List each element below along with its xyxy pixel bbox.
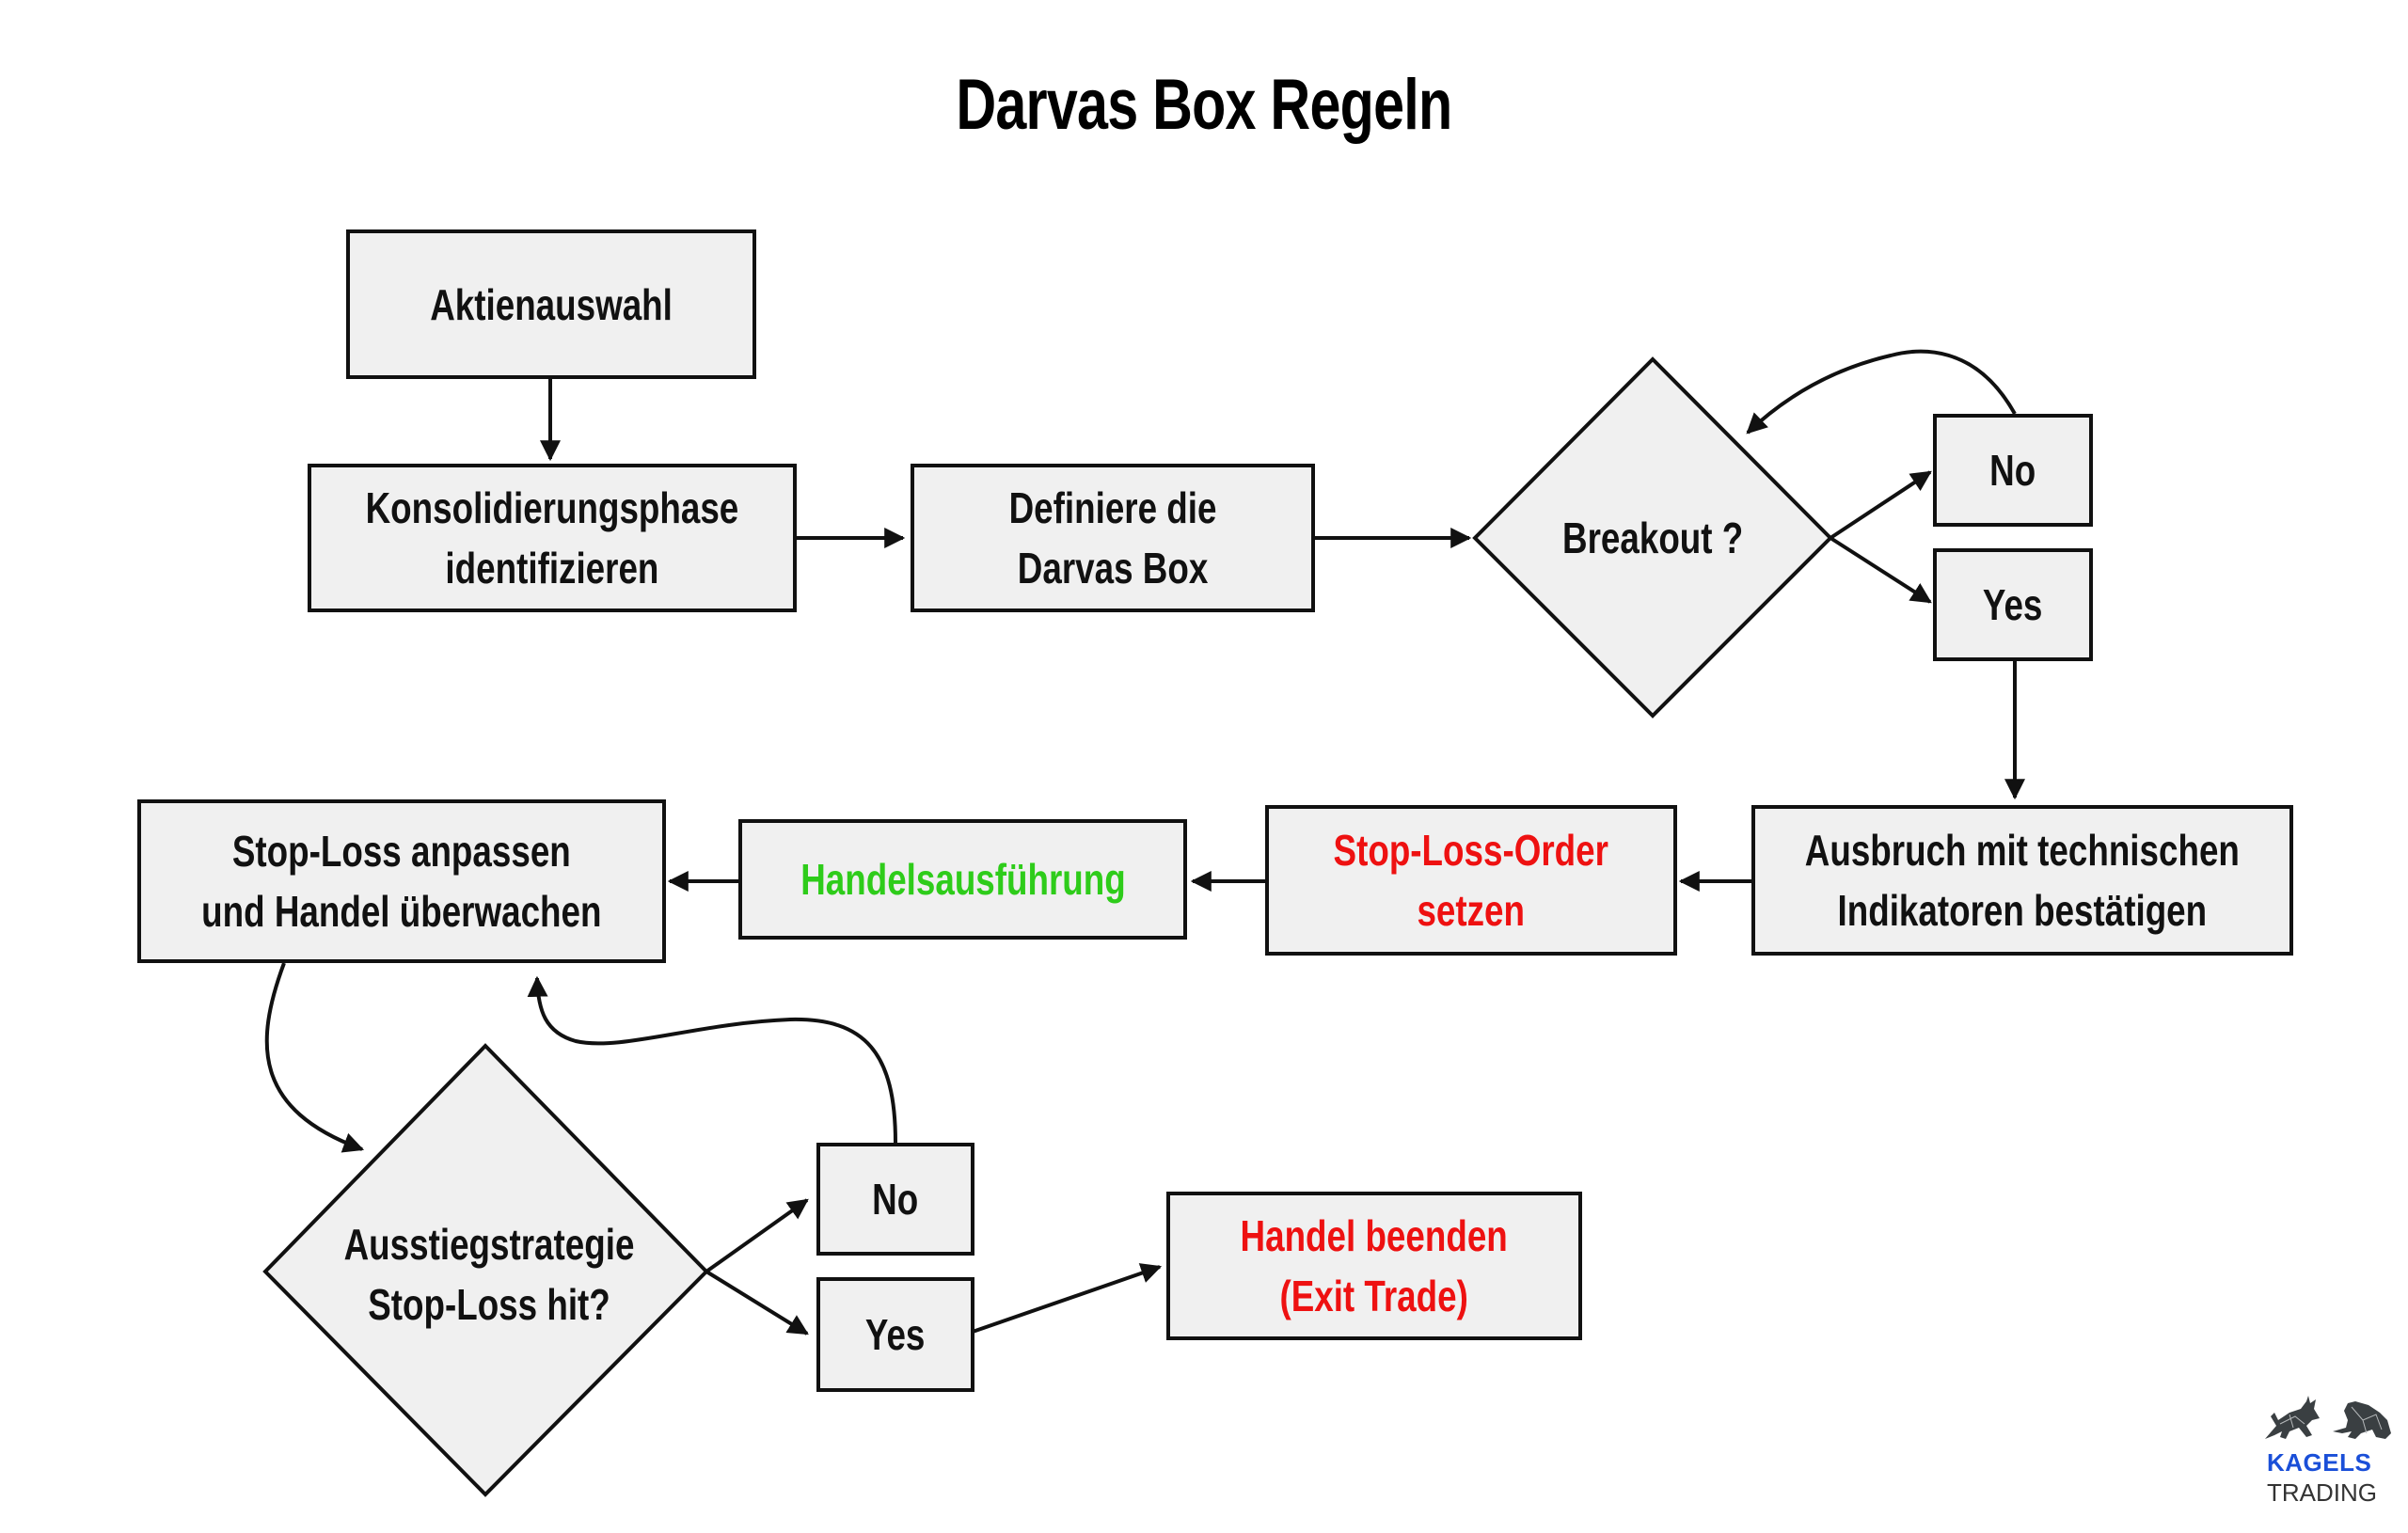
node-label-line-2: Indikatoren bestätigen <box>1837 886 2208 935</box>
node-label-line-1: Konsolidierungsphase <box>365 483 739 532</box>
node-label-line-1: Stop-Loss anpassen <box>232 827 571 876</box>
logo-animals <box>2265 1396 2391 1439</box>
edge-no-stoplossanpassen-loop <box>527 975 897 1144</box>
bull-icon <box>2265 1396 2320 1439</box>
node-label: Konsolidierungsphase identifizieren <box>366 478 739 598</box>
edge-stoplossanpassen-ausstieg <box>264 962 365 1153</box>
node-breakout-decision: Breakout ? <box>1505 500 1800 576</box>
node-definiere-darvas-box: Definiere die Darvas Box <box>911 464 1315 612</box>
node-label-line-2: Stop-Loss hit? <box>368 1280 610 1329</box>
kagels-trading-logo: KAGELS TRADING <box>2258 1392 2408 1524</box>
breakout-diamond <box>1472 356 1833 719</box>
node-label-line-2: (Exit Trade) <box>1279 1272 1469 1320</box>
node-label: Aktienauswahl <box>430 279 673 329</box>
node-label-line-1: Handel beenden <box>1240 1211 1509 1260</box>
node-label: Yes <box>865 1310 926 1359</box>
node-ausstieg-no: No <box>816 1143 974 1256</box>
node-label: Definiere die Darvas Box <box>1009 478 1217 598</box>
node-konsolidierungsphase: Konsolidierungsphase identifizieren <box>308 464 797 612</box>
node-label-line-1: Definiere die <box>1008 483 1217 532</box>
node-label: Stop-Loss anpassen und Handel überwachen <box>201 821 601 941</box>
node-label-line-2: und Handel überwachen <box>201 887 602 936</box>
node-label: Handel beenden (Exit Trade) <box>1241 1206 1508 1326</box>
node-stop-loss-order-setzen: Stop-Loss-Order setzen <box>1265 805 1677 956</box>
node-label: Handelsausführung <box>800 855 1126 904</box>
node-label-line-1: Ausstiegstrategie <box>343 1220 635 1269</box>
node-ausbruch-bestaetigen: Ausbruch mit technischen Indikatoren bes… <box>1751 805 2293 956</box>
node-label-line-2: identifizieren <box>445 544 659 593</box>
node-label-line-1: Ausbruch mit technischen <box>1804 826 2241 875</box>
edge-breakout-yes <box>1829 536 1932 604</box>
node-breakout-no: No <box>1933 414 2093 527</box>
logo-kagels-text: KAGELS <box>2267 1448 2372 1477</box>
node-ausstieg-decision: Ausstiegstrategie Stop-Loss hit? <box>282 1209 696 1340</box>
node-label: Ausbruch mit technischen Indikatoren bes… <box>1805 820 2240 940</box>
node-handelsausfuehrung: Handelsausführung <box>738 819 1187 940</box>
logo-trading-text: TRADING <box>2267 1478 2377 1507</box>
edge-no-breakout-loop <box>1746 349 2017 435</box>
node-label-line-2: Darvas Box <box>1017 544 1209 593</box>
node-label-line-2: setzen <box>1417 886 1526 935</box>
node-label: Ausstiegstrategie Stop-Loss hit? <box>344 1214 635 1335</box>
bear-icon <box>2333 1401 2391 1439</box>
edge-ausstieg-yes <box>705 1270 809 1335</box>
node-breakout-yes: Yes <box>1933 548 2093 661</box>
node-label: Stop-Loss-Order setzen <box>1334 820 1608 940</box>
edge-breakout-no <box>1829 470 1932 540</box>
node-label: Yes <box>1983 580 2043 629</box>
edge-ausstieg-no <box>705 1198 809 1273</box>
node-label: No <box>872 1175 919 1224</box>
node-aktienauswahl: Aktienauswahl <box>346 229 756 379</box>
node-ausstieg-yes: Yes <box>816 1277 974 1392</box>
node-label: Breakout ? <box>1561 514 1744 562</box>
ausstieg-diamond <box>262 1043 709 1497</box>
node-label-line-1: Stop-Loss-Order <box>1333 826 1609 875</box>
node-label: No <box>1989 446 2036 495</box>
node-stop-loss-anpassen: Stop-Loss anpassen und Handel überwachen <box>137 799 666 963</box>
node-handel-beenden: Handel beenden (Exit Trade) <box>1166 1192 1582 1340</box>
edge-yes-handelbeenden <box>972 1263 1163 1334</box>
page-title: Darvas Box Regeln <box>956 65 1452 145</box>
